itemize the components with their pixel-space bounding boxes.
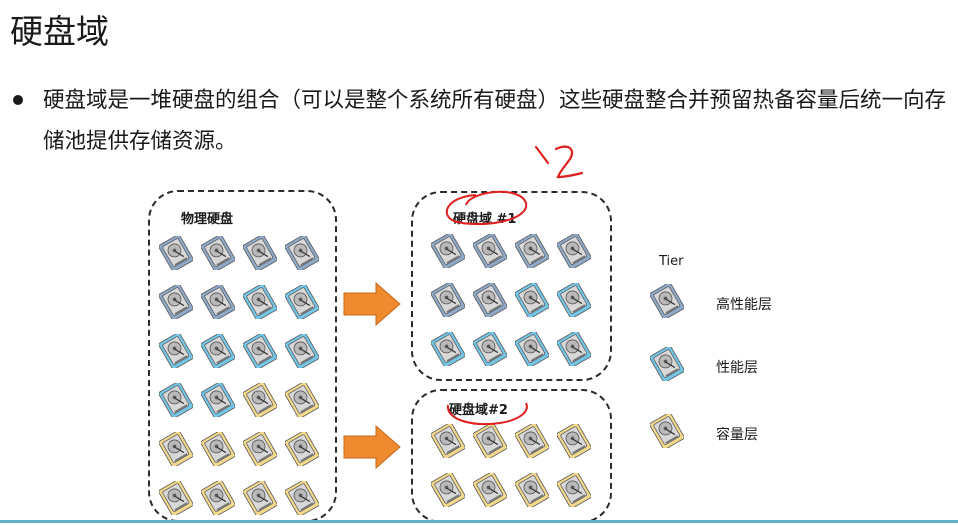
legend-label: 容量层 [716, 427, 758, 443]
hard-disk-icon [473, 283, 507, 317]
hard-disk-icon [515, 473, 549, 507]
hard-disk-icon [431, 424, 465, 458]
hard-disk-icon [473, 473, 507, 507]
legend-title: Tier [659, 254, 684, 269]
disk-domain-2-grid [431, 424, 591, 507]
hard-disk-icon [201, 383, 235, 417]
bullet-dot [13, 95, 23, 105]
disk-domain-2-label: 硬盘域#2 [449, 403, 508, 418]
hard-disk-icon [159, 285, 193, 319]
legend-item-high: 高性能层 [650, 284, 790, 320]
hard-disk-icon [515, 332, 549, 366]
legend-label: 高性能层 [716, 297, 772, 313]
slide-title: 硬盘域 [10, 12, 109, 51]
hard-disk-icon [473, 424, 507, 458]
hard-disk-icon [515, 234, 549, 268]
hard-disk-icon [431, 283, 465, 317]
hard-disk-icon [201, 236, 235, 270]
hard-disk-icon [285, 334, 319, 368]
slide-bottom-rule [0, 520, 958, 523]
hard-disk-icon [159, 383, 193, 417]
legend-item-perf: 性能层 [650, 347, 790, 383]
hard-disk-icon [285, 432, 319, 466]
hard-disk-icon [201, 334, 235, 368]
hard-disk-icon [159, 236, 193, 270]
hard-disk-icon [243, 236, 277, 270]
hard-disk-icon [285, 481, 319, 515]
physical-disk-grid [159, 236, 319, 515]
hard-disk-icon [557, 332, 591, 366]
hard-disk-icon [515, 424, 549, 458]
disk-domain-1-label: 硬盘域 #1 [453, 212, 517, 227]
hard-disk-icon [557, 473, 591, 507]
disk-domain-1-grid [431, 234, 591, 366]
hard-disk-icon [473, 234, 507, 268]
hard-disk-icon [650, 284, 684, 318]
hard-disk-icon [243, 432, 277, 466]
hard-disk-icon [243, 334, 277, 368]
hard-disk-icon [243, 383, 277, 417]
hard-disk-icon [285, 285, 319, 319]
hard-disk-icon [285, 383, 319, 417]
hard-disk-icon [243, 285, 277, 319]
hard-disk-icon [201, 285, 235, 319]
hard-disk-icon [431, 332, 465, 366]
hard-disk-icon [243, 481, 277, 515]
bullet-text: 硬盘域是一堆硬盘的组合（可以是整个系统所有硬盘）这些硬盘整合并预留热备容量后统一… [43, 88, 947, 154]
legend-item-cap: 容量层 [650, 414, 790, 450]
right-arrow-icon [343, 424, 401, 470]
physical-disks-label: 物理硬盘 [181, 212, 234, 227]
hard-disk-icon [431, 473, 465, 507]
hard-disk-icon [650, 414, 684, 448]
right-arrow-icon [343, 281, 401, 327]
hard-disk-icon [473, 332, 507, 366]
hard-disk-icon [557, 234, 591, 268]
hard-disk-icon [557, 283, 591, 317]
hard-disk-icon [159, 334, 193, 368]
hard-disk-icon [515, 283, 549, 317]
hard-disk-icon [201, 481, 235, 515]
hard-disk-icon [201, 432, 235, 466]
hard-disk-icon [431, 234, 465, 268]
hard-disk-icon [159, 432, 193, 466]
hard-disk-icon [650, 347, 684, 381]
hard-disk-icon [285, 236, 319, 270]
hard-disk-icon [159, 481, 193, 515]
hard-disk-icon [557, 424, 591, 458]
legend-label: 性能层 [716, 360, 758, 376]
